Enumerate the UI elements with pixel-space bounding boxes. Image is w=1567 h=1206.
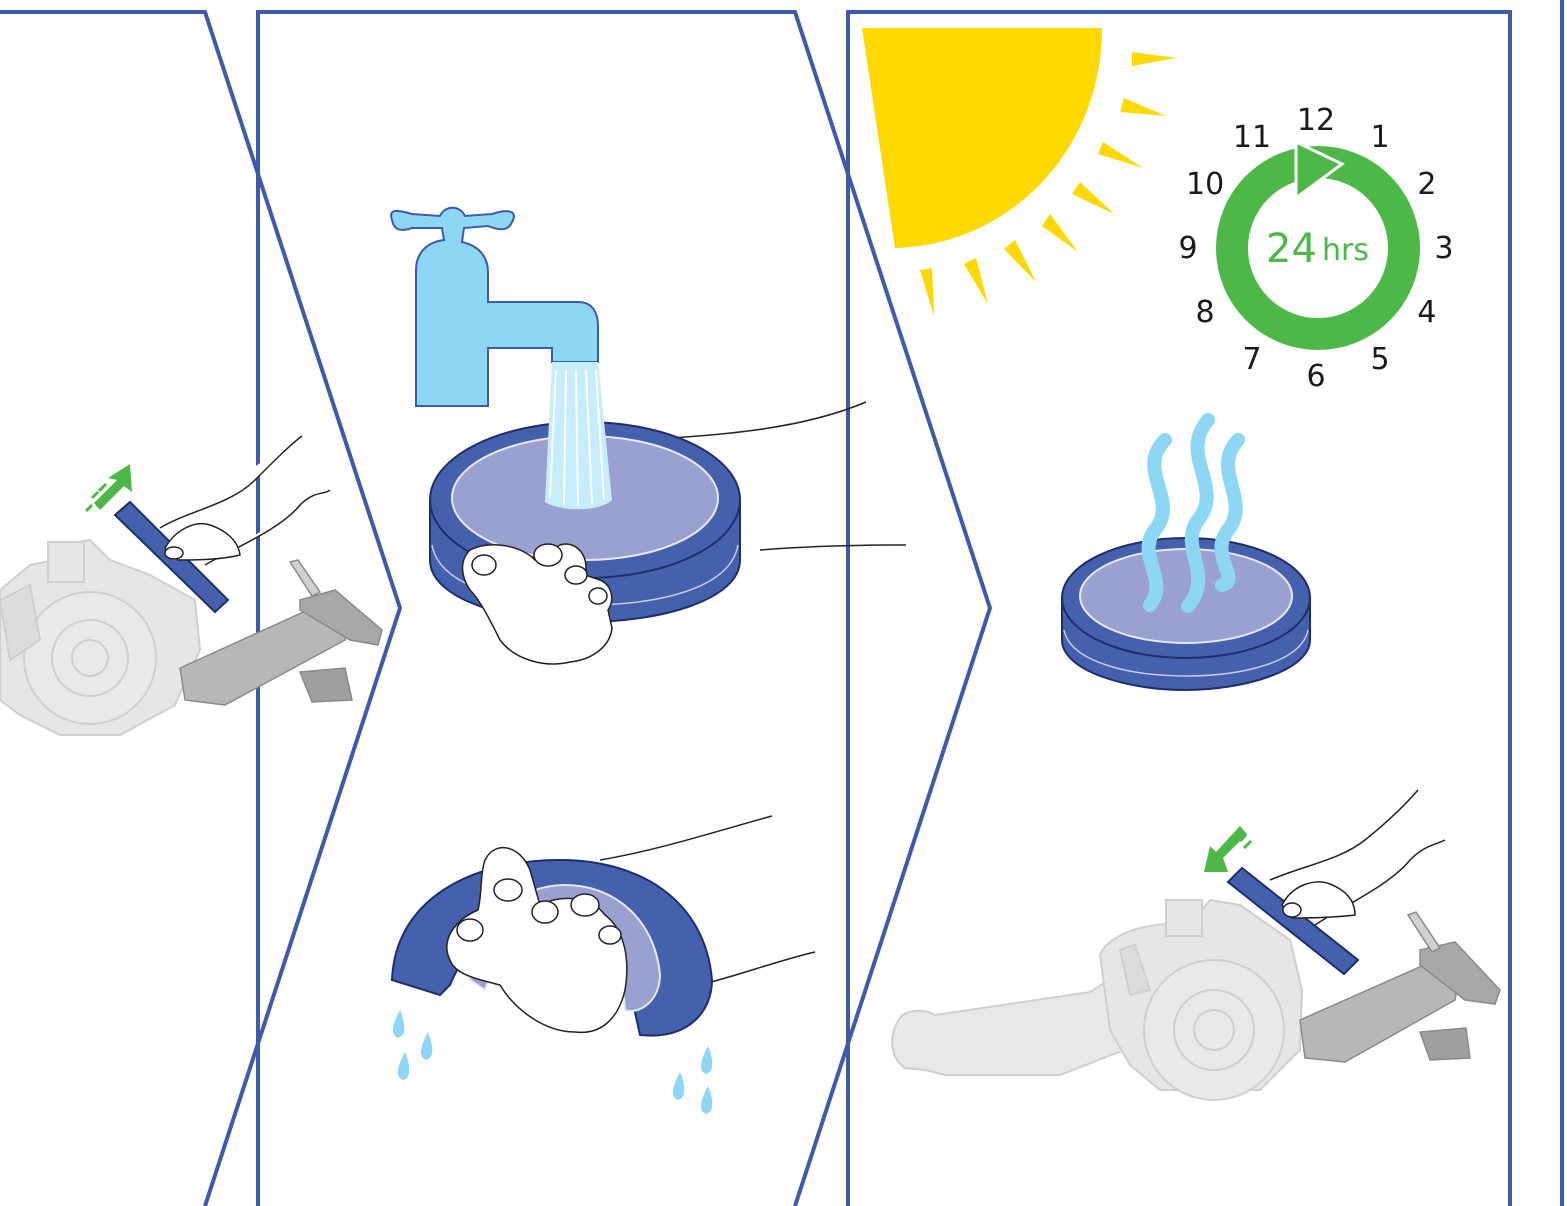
clock-number-6: 6	[1306, 359, 1325, 394]
sun-icon	[862, 28, 1176, 316]
vacuum-cleaner-right	[892, 900, 1302, 1100]
clock-number-12: 12	[1297, 103, 1335, 138]
clock-number-4: 4	[1417, 295, 1436, 330]
lift-arrow-icon	[86, 464, 132, 511]
panel-squeeze-filter	[392, 816, 815, 1114]
panel-refit-filter	[892, 790, 1500, 1100]
clock-number-10: 10	[1186, 167, 1224, 202]
duration-value: 24	[1266, 226, 1317, 272]
duration-unit: hrs	[1322, 233, 1369, 268]
vacuum-wand-right	[1300, 912, 1500, 1062]
clock-24-hours: 24 hrs 12 12 3 45 6 78 9 10 11	[1178, 103, 1453, 394]
steam-icon	[1149, 420, 1238, 606]
clock-ring	[1232, 162, 1404, 334]
insert-arrow-icon	[1204, 826, 1251, 872]
clock-number-1: 1	[1370, 120, 1389, 155]
clock-number-7: 7	[1242, 342, 1261, 377]
clock-number-5: 5	[1370, 342, 1389, 377]
water-stream	[545, 362, 612, 509]
clock-number-9: 9	[1178, 231, 1197, 266]
hand-lifting-filter	[160, 436, 330, 565]
clock-number-11: 11	[1233, 120, 1271, 155]
hand-inserting-filter	[1270, 790, 1445, 925]
panel-dry-filter: 24 hrs 12 12 3 45 6 78 9 10 11	[862, 28, 1454, 394]
drying-filter	[1062, 420, 1310, 690]
panel-remove-filter	[0, 436, 382, 735]
clock-number-3: 3	[1434, 231, 1453, 266]
clock-number-2: 2	[1417, 167, 1436, 202]
clock-number-8: 8	[1196, 295, 1215, 330]
panel-wash-filter	[391, 208, 906, 664]
